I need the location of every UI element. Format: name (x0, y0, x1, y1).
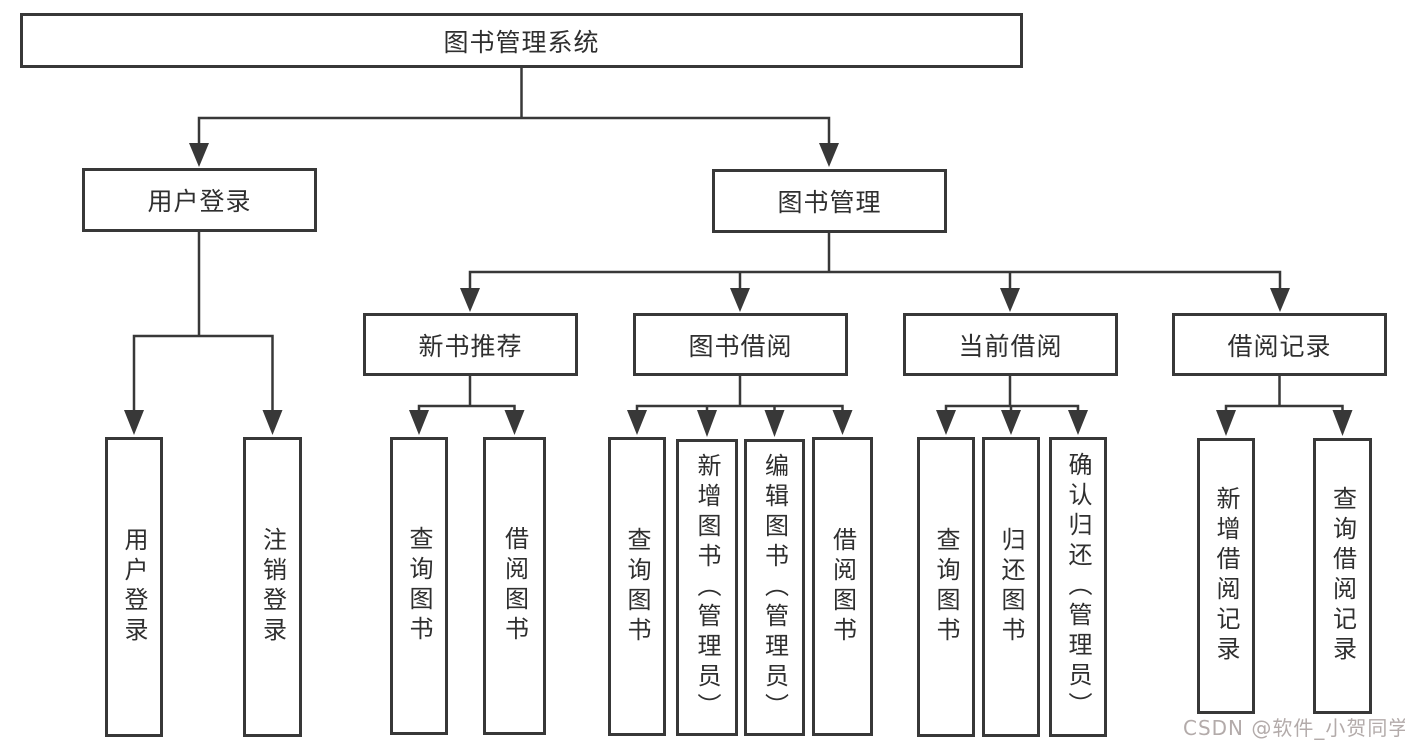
leaf-add-borrow-record: 新增借阅记录 (1197, 438, 1255, 714)
arrowhead-icon (460, 288, 480, 312)
node-new-book-recommend: 新书推荐 (363, 313, 578, 376)
arrowhead-icon (819, 143, 839, 167)
node-book-borrow-label: 图书借阅 (688, 331, 793, 361)
node-borrow-records-label: 借阅记录 (1227, 331, 1332, 361)
arrowhead-icon (697, 410, 717, 437)
node-user-login: 用户登录 (82, 168, 317, 232)
arrowhead-icon (1001, 410, 1021, 435)
leaf-edit-book-admin-label: 编辑图书（管理员） (760, 452, 789, 723)
leaf-newrec-borrow-book: 借阅图书 (483, 437, 546, 735)
leaf-confirm-return-admin: 确认归还（管理员） (1049, 437, 1107, 737)
arrowhead-icon (1068, 410, 1088, 435)
arrowhead-icon (409, 410, 429, 435)
leaf-borrow-query-book-label: 查询图书 (623, 526, 651, 647)
arrowhead-icon (832, 410, 853, 435)
arrowhead-icon (504, 410, 525, 435)
leaf-borrow-borrow-book: 借阅图书 (812, 437, 873, 736)
node-borrow-records: 借阅记录 (1172, 313, 1387, 376)
leaf-edit-book-admin: 编辑图书（管理员） (744, 439, 805, 736)
leaf-query-borrow-record-label: 查询借阅记录 (1328, 486, 1357, 666)
node-book-management-label: 图书管理 (777, 188, 882, 217)
connector-book-management-to-level3 (468, 231, 1282, 292)
leaf-add-borrow-record-label: 新增借阅记录 (1212, 486, 1240, 666)
csdn-watermark: CSDN @软件_小贺同学 (1183, 716, 1405, 740)
leaf-query-borrow-record: 查询借阅记录 (1313, 438, 1372, 714)
leaf-add-book-admin: 新增图书（管理员） (676, 439, 738, 736)
connector-current-borrow-to-leaves (944, 373, 1080, 414)
connector-new-book-recommend-to-leaves (417, 373, 516, 414)
node-root-label: 图书管理系统 (443, 27, 600, 57)
arrowhead-icon (189, 143, 209, 167)
leaf-user-login-label: 用户登录 (120, 527, 148, 647)
node-new-book-recommend-label: 新书推荐 (418, 331, 523, 361)
leaf-borrow-query-book: 查询图书 (608, 437, 666, 736)
leaf-return-book-label: 归还图书 (997, 527, 1025, 647)
arrowhead-icon (730, 288, 750, 312)
node-root: 图书管理系统 (20, 13, 1023, 68)
leaf-newrec-query-book-label: 查询图书 (405, 526, 433, 646)
arrowhead-icon (936, 410, 956, 435)
arrowhead-icon (627, 410, 647, 435)
leaf-user-login: 用户登录 (105, 437, 163, 737)
leaf-borrow-borrow-book-label: 借阅图书 (828, 526, 857, 647)
connector-user-login-to-leaves (132, 230, 274, 414)
node-user-login-label: 用户登录 (147, 187, 252, 216)
leaf-return-book: 归还图书 (982, 437, 1040, 737)
leaf-newrec-query-book: 查询图书 (390, 437, 448, 735)
connector-book-borrow-to-leaves (635, 373, 844, 414)
arrowhead-icon (262, 410, 283, 435)
connector-borrow-records-to-leaves (1224, 373, 1344, 414)
leaf-current-query-book-label: 查询图书 (932, 527, 960, 647)
arrowhead-icon (764, 410, 785, 437)
leaf-newrec-borrow-book-label: 借阅图书 (500, 526, 529, 646)
node-current-borrow-label: 当前借阅 (958, 331, 1063, 361)
leaf-add-book-admin-label: 新增图书（管理员） (693, 452, 721, 723)
node-current-borrow: 当前借阅 (903, 313, 1118, 376)
leaf-confirm-return-admin-label: 确认归还（管理员） (1064, 452, 1092, 722)
arrowhead-icon (1332, 410, 1353, 436)
node-book-management: 图书管理 (712, 169, 947, 233)
arrowhead-icon (1270, 288, 1290, 312)
leaf-logout-label: 注销登录 (258, 527, 287, 647)
arrowhead-icon (124, 410, 144, 435)
arrowhead-icon (1000, 288, 1020, 312)
leaf-current-query-book: 查询图书 (917, 437, 975, 737)
node-book-borrow: 图书借阅 (633, 313, 848, 376)
leaf-logout: 注销登录 (243, 437, 302, 737)
connector-root-to-level2 (197, 66, 831, 147)
arrowhead-icon (1216, 410, 1236, 436)
